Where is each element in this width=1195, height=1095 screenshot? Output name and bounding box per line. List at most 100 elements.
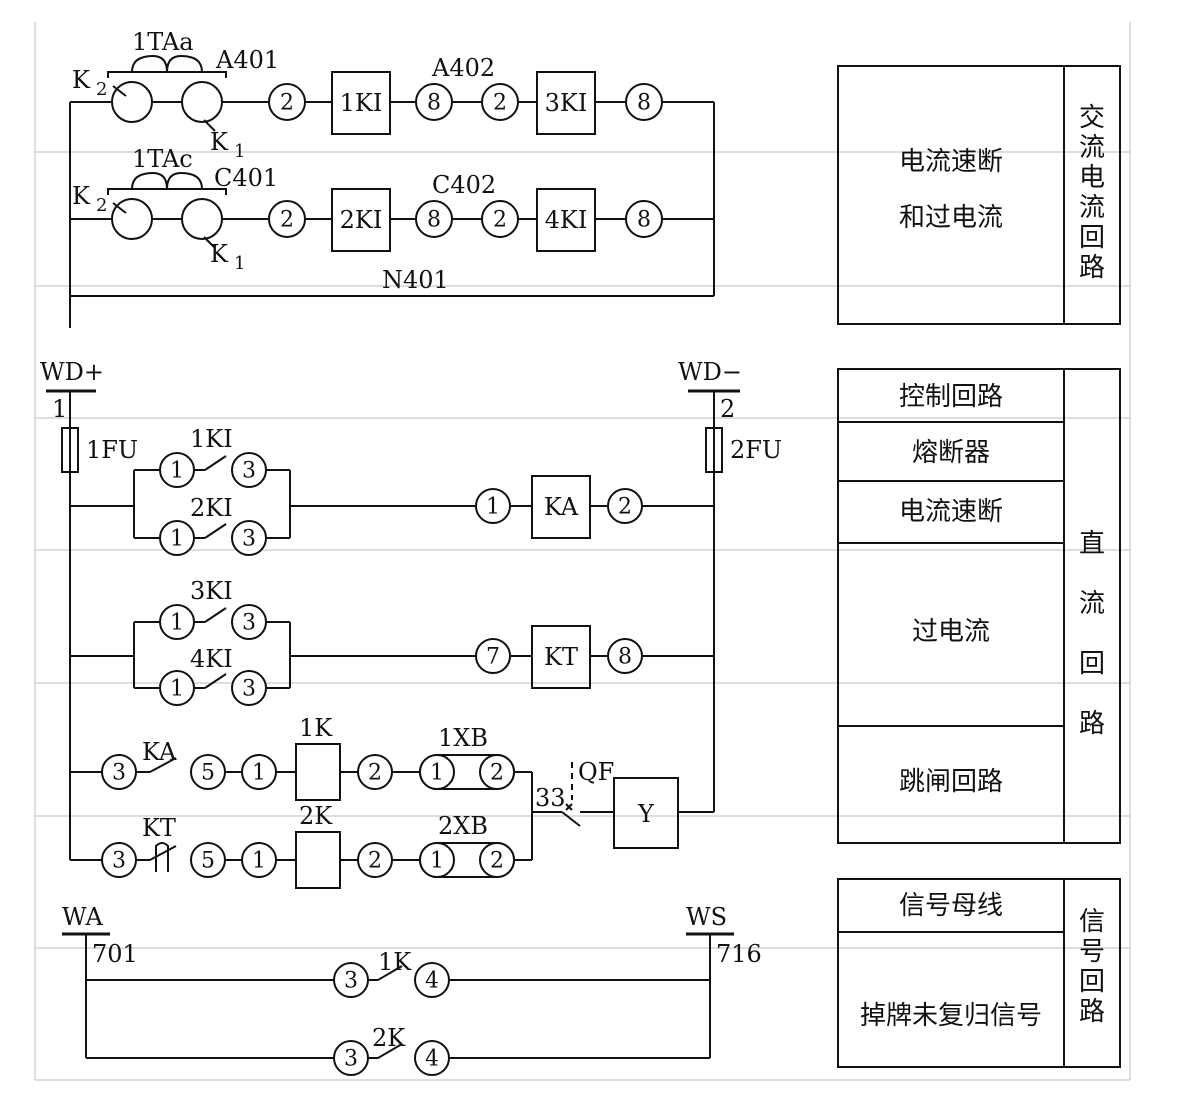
terminal-3: 3 bbox=[242, 677, 256, 702]
background-grid bbox=[34, 22, 1131, 1081]
trip-row-ka: 3 5 KA 1 1K 2 1 2 1XB bbox=[70, 714, 532, 801]
legend-signal-section: 信号回路 bbox=[1079, 907, 1105, 1027]
ct-a-label: 1TAa bbox=[132, 28, 194, 56]
bus-wd-plus: WD+ bbox=[40, 358, 104, 386]
k1-sub-c: 1 bbox=[234, 253, 245, 274]
legend-ac: 电流速断 和过电流 交流电流回路 bbox=[837, 65, 1121, 325]
terminal-4: 4 bbox=[425, 1047, 439, 1072]
relay-3ki: 3KI bbox=[545, 89, 588, 117]
dc-circuit: WD+ 1 WD− 2 1FU 2FU 1 3 1K bbox=[40, 358, 782, 889]
bus-ws: WS bbox=[686, 903, 727, 931]
legend-dc-overcurrent: 过电流 bbox=[912, 617, 990, 647]
terminal-1: 1 bbox=[252, 761, 266, 786]
wire-a401: A401 bbox=[215, 46, 279, 74]
k2-sub-a: 2 bbox=[96, 79, 107, 100]
overcurrent-row: 1 3 3KI 1 3 4KI 7 KT 8 bbox=[70, 577, 714, 706]
link-2xb: 2XB bbox=[438, 812, 488, 840]
bus-wa: WA bbox=[62, 903, 103, 931]
legend-dc-section: 直流回路 bbox=[1079, 529, 1105, 739]
wire-n401: N401 bbox=[382, 266, 449, 294]
terminal-3: 3 bbox=[344, 969, 358, 994]
terminal-5: 5 bbox=[201, 849, 215, 874]
terminal-3: 3 bbox=[242, 611, 256, 636]
terminal-33: 33 bbox=[535, 784, 566, 812]
terminal-1: 1 bbox=[170, 611, 184, 636]
trip-row-kt: 3 5 KT 1 2K 2 1 2 2XB bbox=[70, 802, 532, 889]
ct-c-label: 1TAc bbox=[132, 145, 193, 173]
legend-dc: 控制回路 熔断器 电流速断 过电流 跳闸回路 直流回路 bbox=[837, 368, 1121, 844]
terminal-2: 2 bbox=[493, 208, 507, 233]
legend-signal: 信号母线 掉牌未复归信号 信号回路 bbox=[837, 878, 1121, 1068]
relay-4ki: 4KI bbox=[545, 206, 588, 234]
wire-a402: A402 bbox=[431, 54, 495, 82]
terminal-3: 3 bbox=[112, 761, 126, 786]
terminal-1: 1 bbox=[170, 527, 184, 552]
k2-sub-c: 2 bbox=[96, 195, 107, 216]
fuse-1fu: 1FU bbox=[86, 436, 138, 464]
wire-716: 716 bbox=[716, 940, 762, 968]
terminal-3: 3 bbox=[242, 459, 256, 484]
phase-c-row: 1TAc K 2 K 1 C401 2 2KI 8 C402 2 4KI 8 bbox=[70, 145, 714, 274]
legend-dc-quick-break: 电流速断 bbox=[899, 497, 1003, 527]
phase-a-row: 1TAa K 2 K 1 A401 2 1KI 8 A402 2 3KI 8 bbox=[70, 28, 714, 162]
relay-ka: KA bbox=[544, 493, 579, 521]
contact-1ki: 1KI bbox=[190, 425, 233, 453]
legend-dc-control: 控制回路 bbox=[899, 382, 1003, 412]
legend-dc-trip: 跳闸回路 bbox=[899, 767, 1003, 797]
contact-3ki: 3KI bbox=[190, 577, 233, 605]
quick-break-row: 1 3 1KI 1 3 2KI 1 KA 2 bbox=[70, 425, 714, 556]
k1-label-c: K bbox=[210, 240, 229, 268]
fuse-2fu: 2FU bbox=[730, 436, 782, 464]
terminal-8: 8 bbox=[637, 208, 651, 233]
legend-dc-fuse: 熔断器 bbox=[912, 438, 990, 468]
wire-701: 701 bbox=[92, 940, 138, 968]
terminal-8: 8 bbox=[427, 91, 441, 116]
terminal-2: 2 bbox=[280, 91, 294, 116]
legend-ac-desc-1: 电流速断 bbox=[899, 147, 1003, 177]
relay-kt: KT bbox=[544, 643, 578, 671]
terminal-3: 3 bbox=[344, 1047, 358, 1072]
terminal-3: 3 bbox=[112, 849, 126, 874]
k2-label-c: K bbox=[72, 182, 91, 210]
legend-ac-section: 交流电流回路 bbox=[1079, 103, 1105, 283]
relay-1ki: 1KI bbox=[340, 89, 383, 117]
k2-label-a: K bbox=[72, 66, 91, 94]
wire-c402: C402 bbox=[432, 171, 496, 199]
contact-4ki: 4KI bbox=[190, 645, 233, 673]
terminal-2: 2 bbox=[490, 849, 504, 874]
wire-c401: C401 bbox=[214, 164, 278, 192]
terminal-2: 2 bbox=[493, 91, 507, 116]
terminal-4: 4 bbox=[425, 969, 439, 994]
terminal-5: 5 bbox=[201, 761, 215, 786]
link-1xb: 1XB bbox=[438, 724, 488, 752]
legend-ac-desc-2: 和过电流 bbox=[899, 203, 1003, 233]
breaker-qf: QF bbox=[578, 758, 614, 786]
legend-signal-bus: 信号母线 bbox=[899, 891, 1003, 921]
k1-label-a: K bbox=[210, 128, 229, 156]
terminal-8: 8 bbox=[427, 208, 441, 233]
contact-ka: KA bbox=[142, 738, 177, 766]
terminal-8: 8 bbox=[618, 645, 632, 670]
terminal-2: 2 bbox=[368, 849, 382, 874]
coil-2k: 2K bbox=[299, 802, 333, 830]
terminal-8: 8 bbox=[637, 91, 651, 116]
terminal-1: 1 bbox=[252, 849, 266, 874]
terminal-1: 1 bbox=[430, 849, 444, 874]
coil-1k: 1K bbox=[299, 714, 333, 742]
terminal-1: 1 bbox=[170, 459, 184, 484]
contact-2k: 2K bbox=[372, 1024, 406, 1052]
contact-2ki: 2KI bbox=[190, 494, 233, 522]
terminal-1: 1 bbox=[486, 495, 500, 520]
terminal-3: 3 bbox=[242, 527, 256, 552]
bus-wd-minus: WD− bbox=[678, 358, 742, 386]
terminal-2: 2 bbox=[280, 208, 294, 233]
relay-2ki: 2KI bbox=[340, 206, 383, 234]
terminal-2: 2 bbox=[618, 495, 632, 520]
ac-current-circuit: 1TAa K 2 K 1 A401 2 1KI 8 A402 2 3KI 8 bbox=[69, 28, 715, 328]
terminal-7: 7 bbox=[486, 645, 500, 670]
trip-coil-y: Y bbox=[637, 800, 655, 828]
trip-output: 33 QF Y bbox=[531, 758, 714, 860]
bus-wd-minus-no: 2 bbox=[720, 395, 735, 423]
legend-signal-flag: 掉牌未复归信号 bbox=[860, 1001, 1042, 1031]
